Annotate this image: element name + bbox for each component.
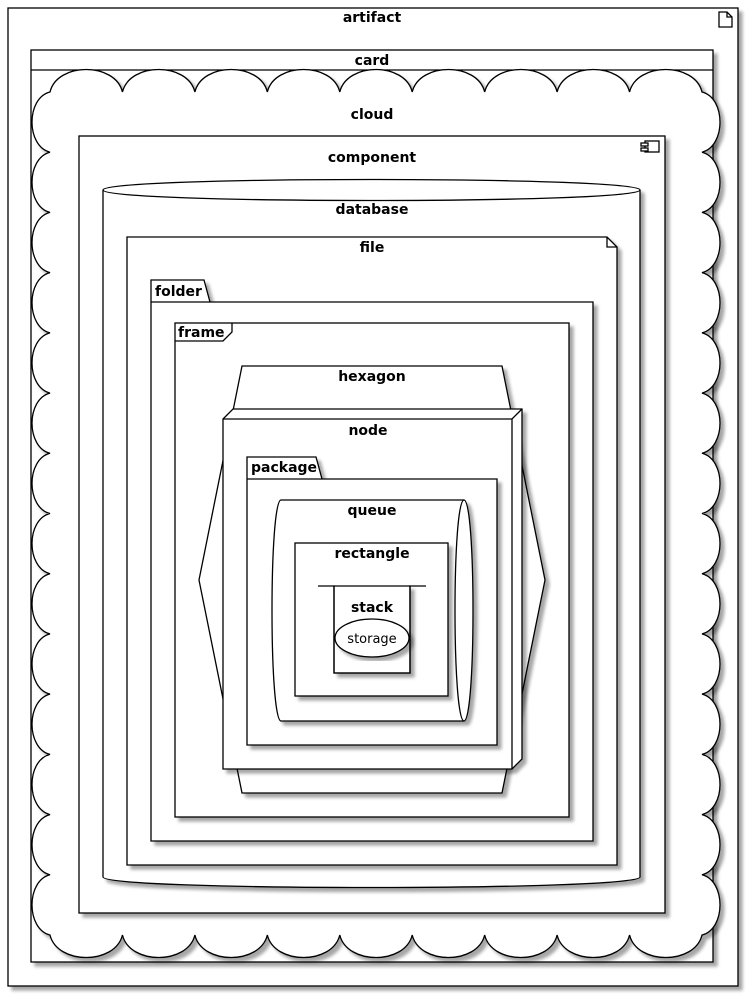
card-label: card [355,53,390,69]
artifact-icon [718,11,733,28]
component-icon [640,140,660,153]
package-label: package [251,460,317,476]
cloud-label: cloud [351,107,394,123]
storage-label: storage [347,632,396,647]
node-label: node [348,423,387,439]
storage-element: storage [334,618,410,658]
file-label: file [360,240,385,256]
component-label: component [328,150,417,166]
folder-label: folder [155,284,202,300]
hexagon-label: hexagon [338,369,406,385]
database-label: database [336,202,409,218]
stack-label: stack [351,600,394,616]
rectangle-label: rectangle [334,546,409,562]
frame-label: frame [178,325,225,341]
artifact-label: artifact [343,10,402,26]
queue-label: queue [348,503,397,519]
